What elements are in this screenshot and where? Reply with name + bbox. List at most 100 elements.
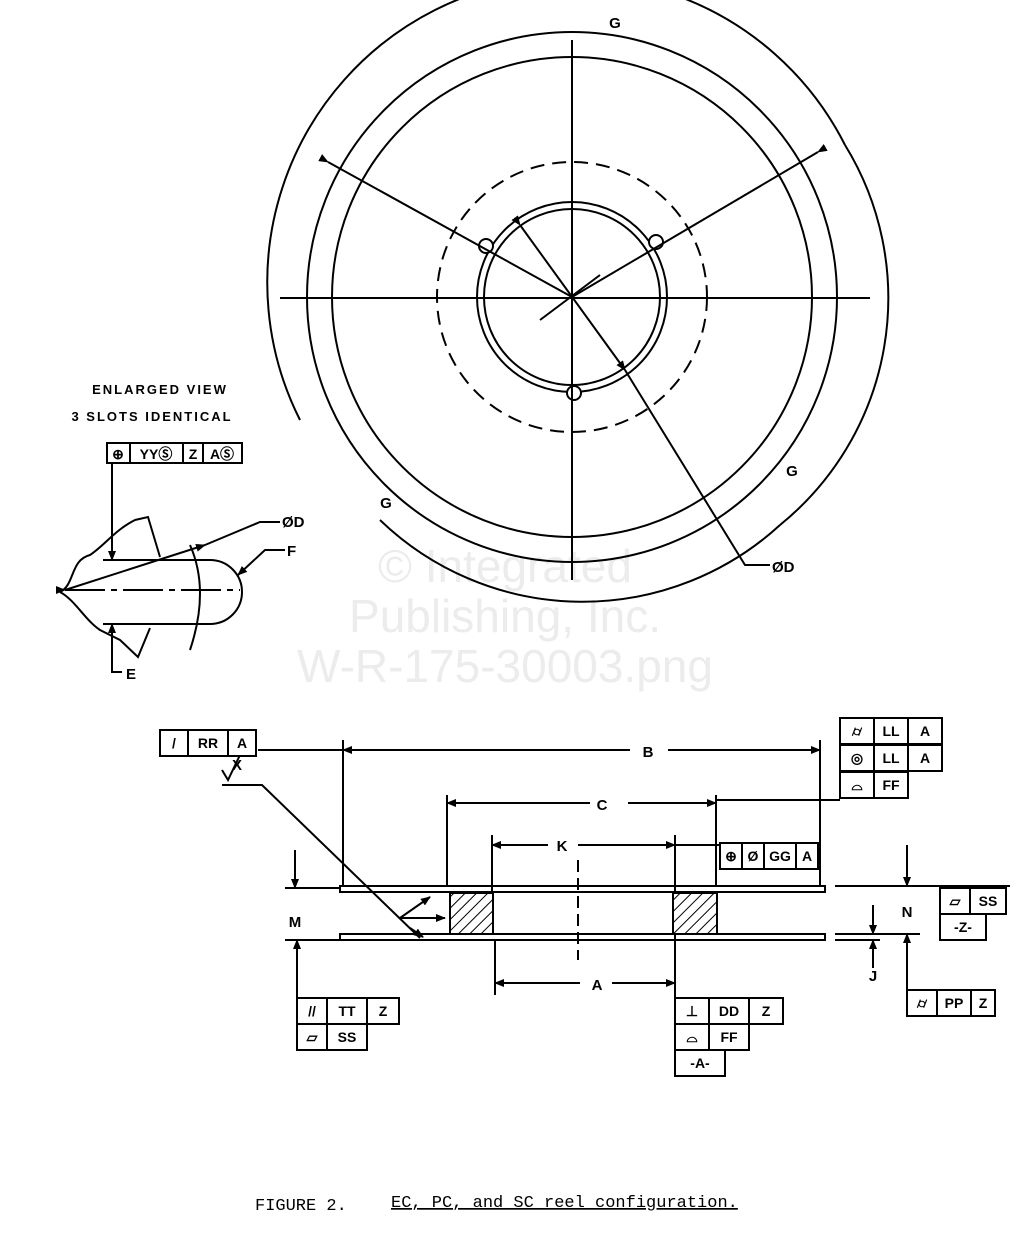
fcf-fcf-ss-left: ▱ SS (296, 1023, 368, 1051)
fcf-symbol: ⊕ (112, 446, 124, 462)
fcf-cell-text: SS (979, 893, 998, 909)
fcf-fcf-gg: ⊕ Ø GG A (719, 842, 819, 870)
fcf-fcf-tt: // TT Z (296, 997, 400, 1025)
fcf-tolerance: YYⓈ (140, 446, 173, 462)
dim-n: N (902, 904, 913, 921)
figure-caption: EC, PC, and SC reel configuration. (391, 1194, 738, 1213)
fcf-cell-text: FF (882, 777, 900, 793)
fcf-cell-text: Z (762, 1003, 771, 1019)
fcf-cell (227, 729, 257, 757)
leader-d (624, 369, 770, 566)
fcf-cell-text: SS (338, 1029, 357, 1045)
slot-bottom (566, 385, 582, 401)
feature-control-frames: / RR A ⌭ LL A ◎ LL A ⌓ FF ⊕ Ø GG A // TT Z ▱ SS ⊥ DD Z ⌓ FF ▱ SS ⌭ P… (159, 717, 1007, 1077)
fcf-cell (907, 717, 943, 745)
fcf-datum: Z (189, 446, 198, 462)
fcf-cell-text: ⊥ (686, 1003, 698, 1019)
fcf-cell-text: ⌓ (851, 777, 862, 793)
fcf-cell-text: A (237, 735, 247, 751)
surface-finish-x: X (232, 757, 242, 774)
hub-section-right (672, 892, 718, 935)
fcf-cell (366, 997, 400, 1025)
top-flange (339, 885, 826, 893)
label-diameter-d: ØD (772, 559, 795, 576)
fcf-cell-text: ▱ (306, 1029, 319, 1045)
hub-section-left (449, 892, 494, 935)
dimension-arc-g-top (266, 0, 846, 421)
fcf-cell-text: Ø (748, 848, 759, 864)
fcf-fcf-rr: / RR A (159, 729, 257, 757)
fcf-cell (795, 842, 819, 870)
watermark-line1: © Integrated (378, 540, 632, 592)
fcf-cell-text: RR (198, 735, 218, 751)
fcf-cell-text: TT (338, 1003, 356, 1019)
fcf-cell-text: // (308, 1003, 316, 1019)
fcf-enlarged: ⊕ YYⓈ Z AⓈ (106, 442, 243, 464)
label-diameter-d-enlarged: ØD (282, 514, 305, 531)
slot-detail (56, 463, 285, 673)
fcf-cell-text: A (802, 848, 812, 864)
reel-top-view (266, 0, 890, 603)
enlarged-view-title: ENLARGED VIEW (92, 382, 228, 397)
fcf-cell-text: ⌭ (851, 723, 863, 739)
fcf-cell (763, 842, 797, 870)
fcf-cell-text: FF (720, 1029, 738, 1045)
fcf-cell (748, 997, 784, 1025)
fcf-cell-text: ▱ (949, 893, 962, 909)
label-g-left: G (380, 495, 392, 512)
fcf-cell-text: Z (979, 995, 988, 1011)
fcf-cell-text: / (172, 735, 176, 751)
fcf-fcf-ff2: ⌓ FF (674, 1023, 750, 1051)
watermark: © Integrated Publishing, Inc. W-R-175-30… (297, 540, 713, 692)
watermark-line2: Publishing, Inc. (349, 590, 661, 642)
fcf-cell (970, 989, 996, 1017)
dim-m: M (289, 914, 302, 931)
fcf-cell-text: DD (719, 1003, 739, 1019)
fcf-cell (187, 729, 229, 757)
dimension-arc-g-right (779, 144, 890, 526)
fcf-cell-text: GG (769, 848, 791, 864)
label-g-right: G (786, 463, 798, 480)
fcf-cell (873, 771, 909, 799)
fcf-fcf-dd: ⊥ DD Z (674, 997, 784, 1025)
watermark-line3: W-R-175-30003.png (297, 640, 713, 692)
reel-section-view (221, 740, 1010, 1060)
fcf-cell (936, 989, 972, 1017)
datum-frame (939, 913, 987, 941)
fcf-cell-text: ⌓ (686, 1029, 697, 1045)
datum-frame (674, 1049, 726, 1077)
datum-label: -A- (690, 1055, 710, 1071)
dimension-arc-g-bottom (379, 519, 781, 603)
fcf-cell (708, 1023, 750, 1051)
fcf-datum: AⓈ (210, 446, 234, 462)
dim-k: K (557, 838, 568, 855)
diameter-line-right (571, 143, 828, 298)
dim-c: C (597, 797, 608, 814)
fcf-fcf-ss-right: ▱ SS (939, 887, 1007, 915)
dim-a: A (592, 977, 603, 994)
fcf-cell-text: ◎ (851, 750, 863, 766)
fcf-cell (326, 1023, 368, 1051)
datum-label: -Z- (954, 919, 972, 935)
fcf-cell (907, 744, 943, 772)
fcf-cell-text: Z (379, 1003, 388, 1019)
fcf-fcf-ll2: ◎ LL A (839, 744, 943, 772)
fcf-cell (296, 1023, 328, 1051)
fcf-cell-text: LL (882, 750, 900, 766)
fcf-fcf-pp: ⌭ PP Z (906, 989, 996, 1017)
dim-b: B (643, 744, 654, 761)
fcf-cell-text: A (920, 723, 930, 739)
bottom-flange (339, 933, 826, 941)
figure-number: FIGURE 2. (255, 1197, 347, 1216)
fcf-cell-text: ⌭ (916, 995, 928, 1011)
fcf-fcf-ff: ⌓ FF (839, 771, 909, 799)
fcf-cell (969, 887, 1007, 915)
fcf-cell-text: PP (945, 995, 964, 1011)
fcf-cell-text: ⊕ (725, 848, 737, 864)
fcf-cell (873, 744, 909, 772)
fcf-cell-text: LL (882, 723, 900, 739)
fcf-cell-text: A (920, 750, 930, 766)
diameter-line-left (318, 154, 573, 298)
